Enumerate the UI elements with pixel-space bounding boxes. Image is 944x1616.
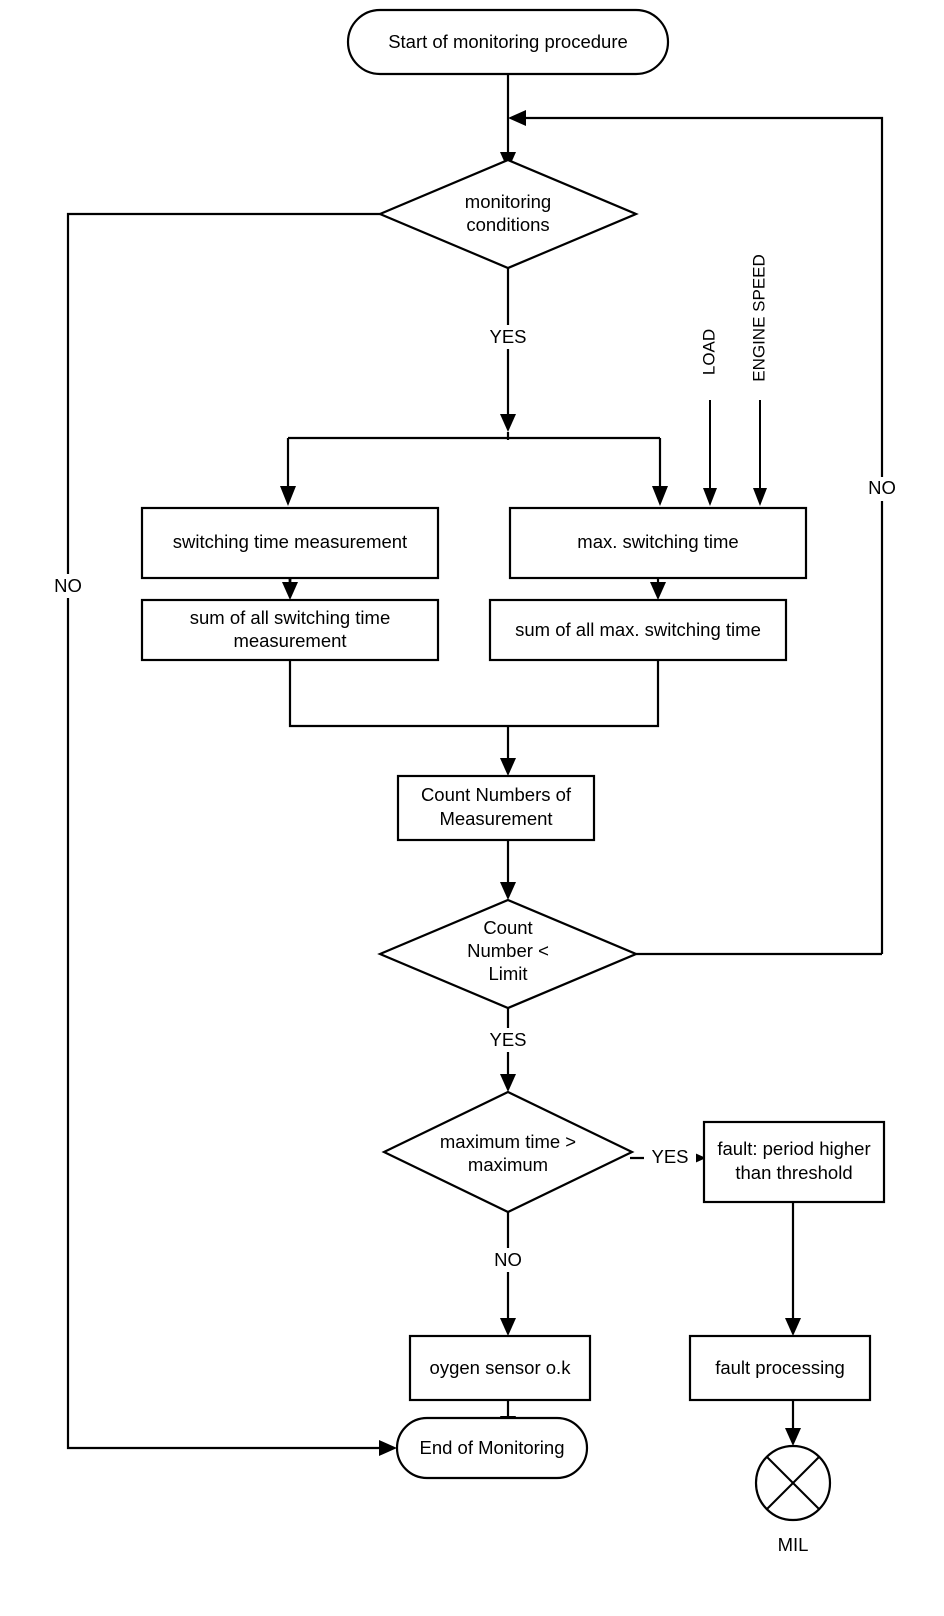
edge-count-to-decision <box>500 840 516 900</box>
label-maximum-no: NO <box>480 1248 536 1272</box>
node-start-label: Start of monitoring procedure <box>388 31 628 52</box>
node-end-monitoring[interactable]: End of Monitoring <box>395 1416 589 1480</box>
label-count-no: NO <box>855 477 909 501</box>
node-monitoring-conditions[interactable]: monitoring conditions <box>377 158 639 270</box>
node-start[interactable]: Start of monitoring procedure <box>346 8 670 76</box>
node-fault-processing[interactable]: fault processing <box>688 1334 872 1402</box>
node-maximum-time-line1: maximum time > <box>440 1131 576 1152</box>
node-sum-max-switching-time[interactable]: sum of all max. switching time <box>488 598 788 662</box>
node-monitoring-conditions-line2: conditions <box>466 214 549 235</box>
node-mil-label: MIL <box>778 1534 809 1555</box>
signal-label-engine-speed: ENGINE SPEED <box>749 254 768 382</box>
edge-maximum-no <box>500 1212 516 1336</box>
signal-label-load: LOAD <box>699 329 718 375</box>
svg-text:ENGINE SPEED: ENGINE SPEED <box>749 254 768 382</box>
svg-text:NO: NO <box>494 1249 522 1270</box>
edge-max-to-summax <box>650 578 666 600</box>
node-count-numbers-line1: Count Numbers of <box>421 784 572 805</box>
label-monitoring-no: NO <box>40 574 96 598</box>
node-end-monitoring-label: End of Monitoring <box>419 1437 564 1458</box>
svg-text:NO: NO <box>868 477 896 498</box>
node-count-number-limit-line1: Count <box>483 917 532 938</box>
label-count-yes: YES <box>478 1028 538 1052</box>
svg-text:YES: YES <box>489 1029 526 1050</box>
node-fault-period-line1: fault: period higher <box>717 1138 870 1159</box>
node-sum-switching-time-line2: measurement <box>233 630 346 651</box>
node-mil[interactable]: MIL <box>754 1444 832 1555</box>
node-sum-max-switching-time-label: sum of all max. switching time <box>515 619 761 640</box>
node-count-number-limit-line3: Limit <box>488 963 527 984</box>
edge-fork-bar <box>280 432 668 506</box>
label-maximum-yes: YES <box>644 1146 696 1170</box>
edge-monitoring-no <box>66 212 397 1456</box>
label-monitoring-yes: YES <box>478 325 538 349</box>
node-maximum-time[interactable]: maximum time > maximum <box>381 1090 635 1214</box>
svg-text:NO: NO <box>54 575 82 596</box>
node-fault-processing-label: fault processing <box>715 1357 845 1378</box>
node-count-number-limit-line2: Number < <box>467 940 549 961</box>
edge-fault-to-processing <box>785 1202 801 1336</box>
node-switching-time-measurement-label: switching time measurement <box>173 531 407 552</box>
svg-text:YES: YES <box>651 1146 688 1167</box>
node-switching-time-measurement[interactable]: switching time measurement <box>140 506 440 580</box>
node-max-switching-time[interactable]: max. switching time <box>508 506 808 580</box>
node-monitoring-conditions-line1: monitoring <box>465 191 551 212</box>
node-sum-switching-time[interactable]: sum of all switching time measurement <box>140 598 440 662</box>
edge-count-no-return <box>508 110 884 954</box>
node-count-number-limit[interactable]: Count Number < Limit <box>377 898 639 1010</box>
node-count-numbers-line2: Measurement <box>439 808 552 829</box>
svg-text:LOAD: LOAD <box>699 329 718 375</box>
node-fault-period[interactable]: fault: period higher than threshold <box>702 1120 886 1204</box>
node-fault-period-line2: than threshold <box>735 1162 852 1183</box>
node-oxygen-sensor-ok-label: oygen sensor o.k <box>430 1357 572 1378</box>
node-oxygen-sensor-ok[interactable]: oygen sensor o.k <box>408 1334 592 1402</box>
node-sum-switching-time-line1: sum of all switching time <box>190 607 390 628</box>
edge-engine-speed-signal <box>753 400 767 506</box>
edge-monitoring-yes <box>500 268 516 432</box>
edge-merge-bar <box>288 660 660 776</box>
svg-text:YES: YES <box>489 326 526 347</box>
edge-switching-to-sum <box>282 578 298 600</box>
node-maximum-time-line2: maximum <box>468 1154 548 1175</box>
edge-load-signal <box>703 400 717 506</box>
edge-processing-to-mil <box>785 1400 801 1446</box>
node-count-numbers[interactable]: Count Numbers of Measurement <box>396 774 596 842</box>
edge-start-to-monitoring <box>500 75 516 170</box>
node-max-switching-time-label: max. switching time <box>577 531 738 552</box>
